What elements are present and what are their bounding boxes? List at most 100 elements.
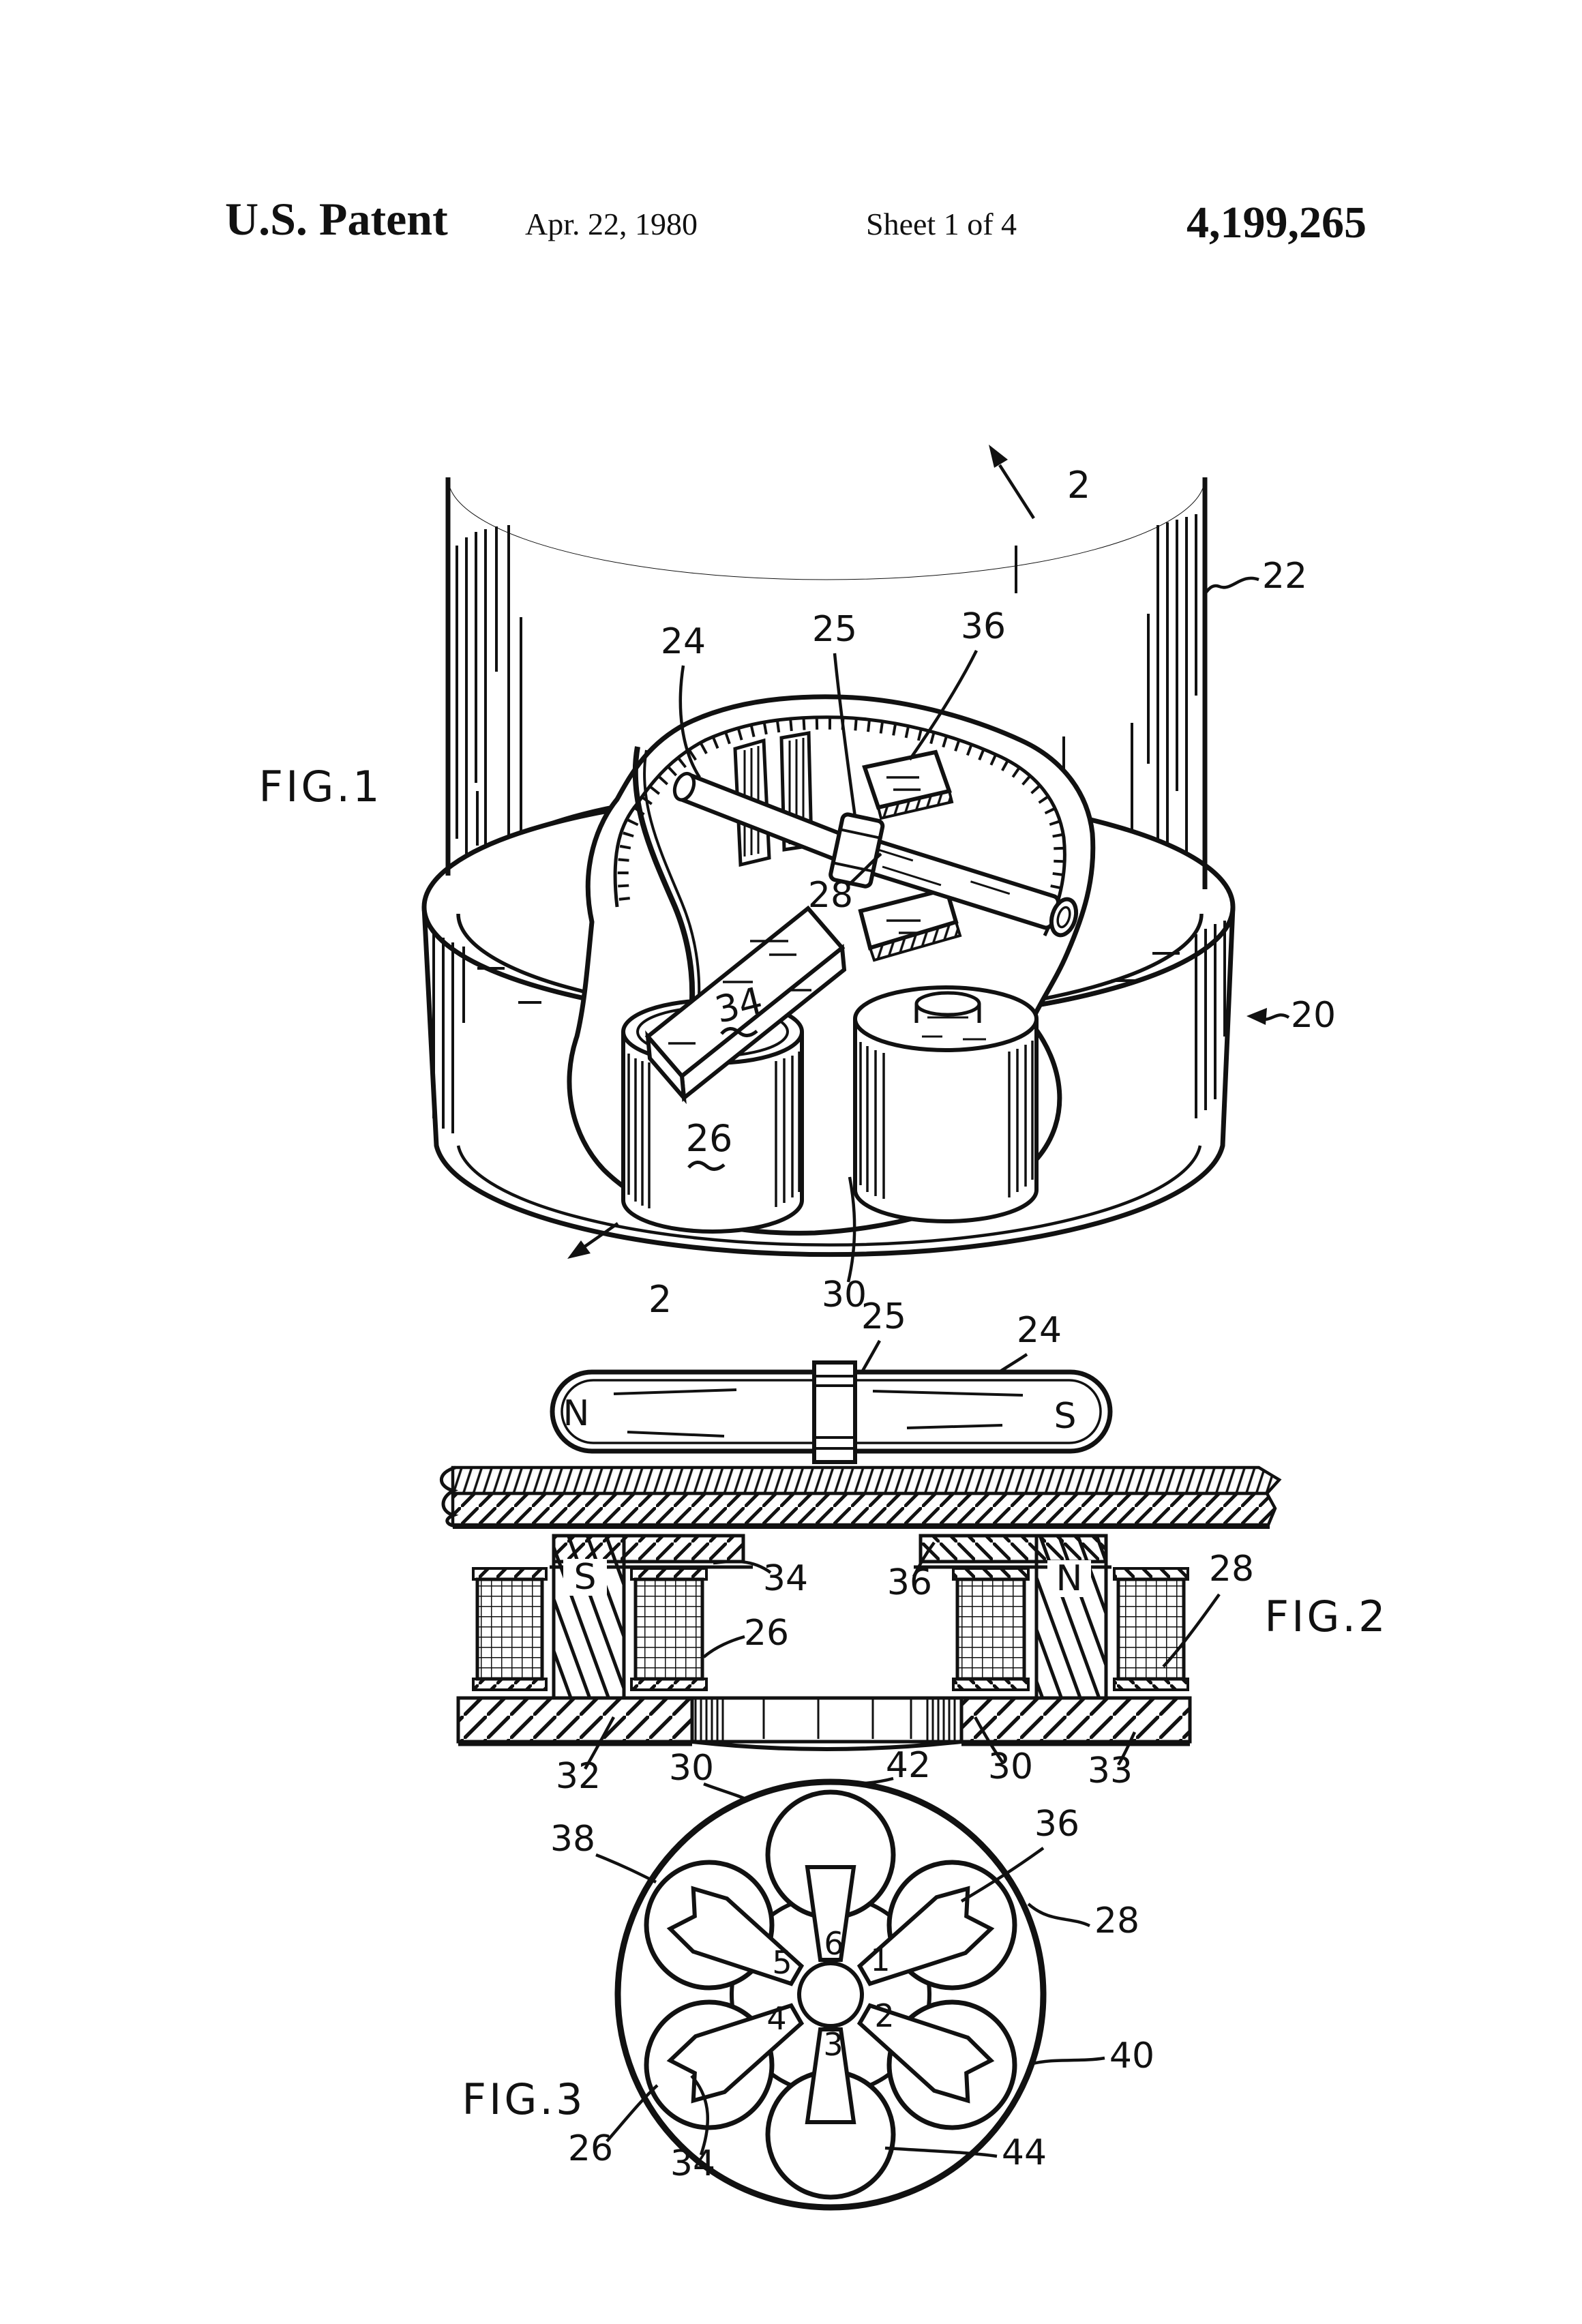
fig3-blade-1 xyxy=(856,1886,995,1986)
fig3-num-2: 2 xyxy=(874,1997,894,2034)
fig3-drawing: 6 5 4 3 2 1 38 36 28 40 44 34 xyxy=(462,1778,1154,2211)
fig2-pole-s: S xyxy=(573,1557,596,1598)
fig2-pole-n-backing xyxy=(1047,1560,1091,1597)
fig2-ref-30-left: 30 xyxy=(669,1748,753,1804)
fig1-ref-26: 26 xyxy=(686,1117,733,1160)
fig1-coil-right xyxy=(853,985,1039,1223)
fig3-ref-40: 40 xyxy=(1032,2036,1154,2076)
fig2-drawing: 25 24 N S xyxy=(440,1296,1388,1804)
fig2-base-plate xyxy=(456,1696,1192,1751)
svg-text:36: 36 xyxy=(961,606,1006,647)
fig2-ref-24: 24 xyxy=(985,1310,1062,1383)
svg-text:20: 20 xyxy=(1291,995,1336,1036)
fig3-hub xyxy=(797,1961,864,2028)
fig2-magnet-s: S xyxy=(1054,1396,1076,1437)
fig1-ref-2-top: 2 xyxy=(1067,464,1090,507)
fig1-ref-2-bottom: 2 xyxy=(648,1278,672,1321)
fig1-coil-boss xyxy=(914,991,986,1041)
fig3-blade-2 xyxy=(856,2003,995,2104)
header: U.S. Patent Apr. 22, 1980 Sheet 1 of 4 4… xyxy=(225,193,1367,248)
fig1-wedge-plate xyxy=(858,887,962,962)
svg-text:34: 34 xyxy=(670,2143,715,2184)
fig2-coils xyxy=(472,1567,1189,1691)
patent-date: Apr. 22, 1980 xyxy=(525,207,698,241)
svg-text:33: 33 xyxy=(1088,1751,1133,1791)
svg-text:22: 22 xyxy=(1262,556,1307,597)
fig1-ref-30: 30 xyxy=(822,1176,867,1315)
fig3-caption: FIG.3 xyxy=(462,2074,585,2124)
fig2-caption: FIG.2 xyxy=(1264,1592,1388,1641)
svg-text:42: 42 xyxy=(886,1745,931,1786)
fig3-num-4: 4 xyxy=(766,2000,786,2037)
fig2-ref-26: 26 xyxy=(702,1613,789,1658)
fig1-housing-shading xyxy=(432,921,1226,1133)
svg-text:30: 30 xyxy=(822,1275,867,1315)
fig2-pole-n: N xyxy=(1056,1558,1083,1599)
fig1-ref-25: 25 xyxy=(812,609,857,818)
fig3-ref-38: 38 xyxy=(550,1819,657,1884)
fig1-pole-shoe-plate xyxy=(862,749,954,820)
fig3-blade-5 xyxy=(666,1886,805,1986)
fig3-ref-36: 36 xyxy=(960,1804,1079,1903)
fig1-section-arrow-bottom: 2 xyxy=(567,1222,672,1321)
fig3-num-3: 3 xyxy=(823,2026,843,2063)
sheet-number: Sheet 1 of 4 xyxy=(866,207,1017,241)
patent-number: 4,199,265 xyxy=(1186,198,1367,248)
fig2-ref-30-right: 30 xyxy=(974,1716,1033,1787)
svg-text:26: 26 xyxy=(568,2128,613,2169)
fig1-torn-fold xyxy=(632,746,696,1037)
fig2-ref-25: 25 xyxy=(861,1296,906,1373)
fig2-stir-bar: N S xyxy=(550,1360,1113,1464)
fig3-ref-28: 28 xyxy=(1027,1901,1139,1941)
fig1-ref-34-underline xyxy=(720,1027,758,1037)
svg-text:28: 28 xyxy=(1209,1549,1254,1590)
fig3-ref-34: 34 xyxy=(670,2074,715,2184)
fig3-num-6: 6 xyxy=(824,1925,844,1962)
svg-text:36: 36 xyxy=(887,1562,932,1603)
fig1-section-arrow-top: 2 xyxy=(989,445,1090,520)
fig1-ref-26-underline xyxy=(687,1161,726,1171)
fig2-ref-36: 36 xyxy=(887,1541,936,1603)
svg-text:24: 24 xyxy=(661,621,706,662)
fig2-coil-right-outer xyxy=(1113,1567,1189,1691)
fig1-ref-20: 20 xyxy=(1247,995,1336,1036)
fig1-ref-28: 28 xyxy=(808,852,882,916)
fig3-ref-26: 26 xyxy=(568,2084,659,2169)
fig2-ref-28: 28 xyxy=(1162,1549,1254,1668)
fig1-housing-bottom-inner xyxy=(456,1145,1202,1247)
fig2-magnet-n: N xyxy=(563,1393,590,1434)
fig3-ref-44: 44 xyxy=(884,2132,1047,2173)
fig2-vessel-bottom xyxy=(440,1465,1282,1529)
svg-text:28: 28 xyxy=(1094,1901,1139,1941)
fig3-blades xyxy=(666,1865,995,2124)
fig1-torn-fold-inner xyxy=(643,749,701,1030)
fig2-ref-33: 33 xyxy=(1088,1731,1137,1791)
svg-text:34: 34 xyxy=(763,1558,808,1599)
fig1-ref-22: 22 xyxy=(1203,556,1307,597)
svg-text:26: 26 xyxy=(744,1613,789,1654)
svg-text:40: 40 xyxy=(1109,2036,1154,2076)
svg-text:28: 28 xyxy=(808,875,853,916)
fig2-base-center-column xyxy=(690,1696,964,1744)
fig2-coil-right-inner xyxy=(952,1567,1030,1691)
svg-text:30: 30 xyxy=(988,1746,1033,1787)
fig1-drawing: FIG.1 2 22 24 25 36 28 34 26 xyxy=(258,445,1336,1321)
fig3-blade-3 xyxy=(805,2027,856,2124)
fig2-ref-34: 34 xyxy=(713,1558,808,1599)
fig1-caption: FIG.1 xyxy=(258,762,382,811)
patent-title: U.S. Patent xyxy=(225,193,448,245)
svg-text:38: 38 xyxy=(550,1819,595,1860)
svg-text:30: 30 xyxy=(669,1748,714,1789)
fig1-ref-24: 24 xyxy=(661,621,706,779)
fig3-num-5: 5 xyxy=(772,1944,792,1981)
fig2-pole-s-backing xyxy=(563,1559,607,1596)
fig3-blade-6 xyxy=(805,1865,856,1962)
fig3-blade-4 xyxy=(666,2003,805,2104)
svg-text:24: 24 xyxy=(1017,1310,1062,1351)
fig2-coil-left-outer xyxy=(472,1567,548,1691)
fig2-coil-left-inner xyxy=(630,1567,708,1691)
fig2-pole-shoe-left xyxy=(552,1534,745,1564)
fig1-pole-shoe-bar xyxy=(644,905,847,1105)
svg-text:25: 25 xyxy=(861,1296,906,1337)
